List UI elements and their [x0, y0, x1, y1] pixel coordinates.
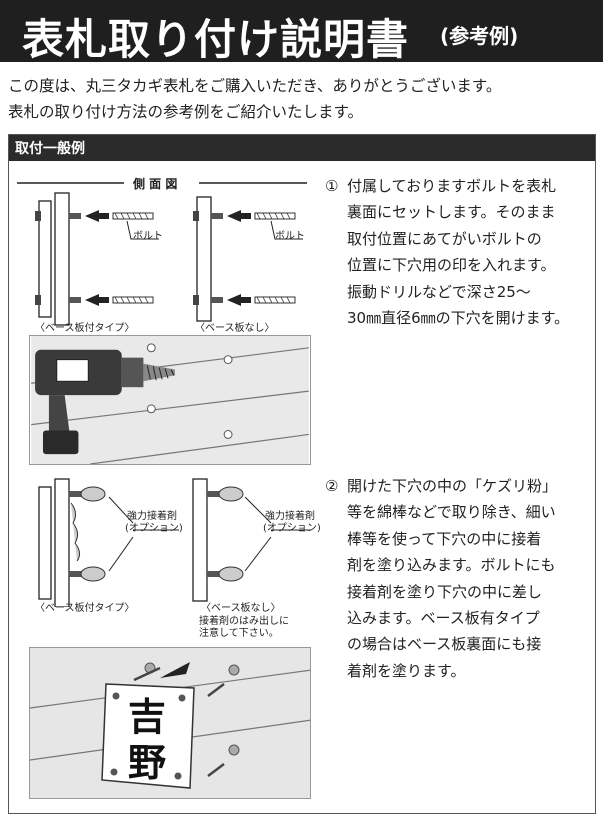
adhesive-label-right-1: 強力接着剤	[265, 511, 315, 522]
step-1-line: 30㎜直径6㎜の下穴を開けます。	[347, 309, 570, 328]
left-assembly-bottom	[38, 478, 179, 607]
bolt-label-left: ボルト	[133, 231, 163, 242]
step-1-line: 取付位置にあてがいボルトの	[347, 229, 542, 248]
right-assembly-bottom	[192, 478, 311, 602]
adhesive-label-left-2: (オプション)	[125, 523, 183, 534]
title-bar: 表札取り付け説明書 (参考例)	[0, 0, 603, 64]
step-1-number: ①	[325, 177, 339, 195]
drill-icon	[35, 349, 175, 455]
left-assembly-top	[35, 192, 159, 326]
right-assembly-top	[193, 196, 303, 322]
page-title: 表札取り付け説明書	[22, 15, 410, 64]
step-1-line: 位置に下穴用の印を入れます。	[347, 256, 556, 275]
bolt-label-right: ボルト	[275, 231, 305, 242]
step-1-line: 裏面にセットします。そのまま	[347, 203, 556, 222]
step-2-line: 棒等を使って下穴の中に接着	[347, 529, 542, 548]
side-view-title: 側 面 図	[129, 175, 182, 192]
step-2-line: 込みます。ベース板有タイプ	[347, 609, 540, 628]
page-subtitle: (参考例)	[440, 24, 519, 48]
intro-line-2: 表札の取り付け方法の参考例をご紹介いたします。	[8, 103, 363, 121]
step-1-line: 付属しておりますボルトを表札	[347, 177, 557, 195]
nameplate-illustration: 吉 野	[29, 647, 311, 799]
step-2-line: 等を綿棒などで取り除き、細い	[347, 503, 556, 522]
adhesive-label-right-2: (オプション)	[263, 523, 321, 534]
step-2-number: ②	[325, 477, 339, 495]
caption-no-base-plate-top: 〈ベース板なし〉	[195, 323, 275, 334]
step-2-line: の場合はベース板裏面にも接	[347, 635, 542, 654]
step-2-line: 剤を塗り込みます。ボルトにも	[347, 556, 556, 575]
intro-line-1: この度は、丸三タカギ表札をご購入いただき、ありがとうございます。	[8, 77, 502, 95]
drill-illustration	[29, 335, 311, 465]
instructions-frame: 取付一般例	[8, 134, 596, 814]
side-view-diagram-top	[17, 182, 307, 326]
section-header: 取付一般例	[9, 135, 595, 161]
step-2-line: 接着剤を塗り下穴の中に差し	[347, 582, 543, 601]
step-1-line: 振動ドリルなどで深さ25～	[347, 282, 531, 301]
nameplate-char-2: 野	[128, 740, 167, 785]
adhesive-note-2: 注意して下さい。	[199, 628, 279, 639]
adhesive-note-1: 接着剤のはみ出しに	[199, 616, 289, 627]
side-view-diagram-bottom	[38, 478, 311, 607]
caption-base-plate-type-bottom: 〈ベース板付タイプ〉	[35, 603, 135, 614]
adhesive-label-left-1: 強力接着剤	[127, 511, 177, 522]
drill-holes	[146, 343, 233, 439]
step-1: ① 付属しておりますボルトを表札 裏面にセットします。そのまま 取付位置にあてが…	[325, 173, 595, 331]
step-2: ② 開けた下穴の中の「ケズリ粉」 等を綿棒などで取り除き、細い 棒等を使って下穴…	[325, 473, 595, 684]
nameplate-char-1: 吉	[128, 694, 167, 739]
caption-no-base-plate-bottom: 〈ベース板なし〉	[201, 603, 281, 614]
step-2-line: 着剤を塗ります。	[347, 661, 466, 680]
step-2-line: 開けた下穴の中の「ケズリ粉」	[347, 477, 558, 495]
caption-base-plate-type-top: 〈ベース板付タイプ〉	[35, 323, 135, 334]
section-title: 取付一般例	[15, 141, 85, 157]
